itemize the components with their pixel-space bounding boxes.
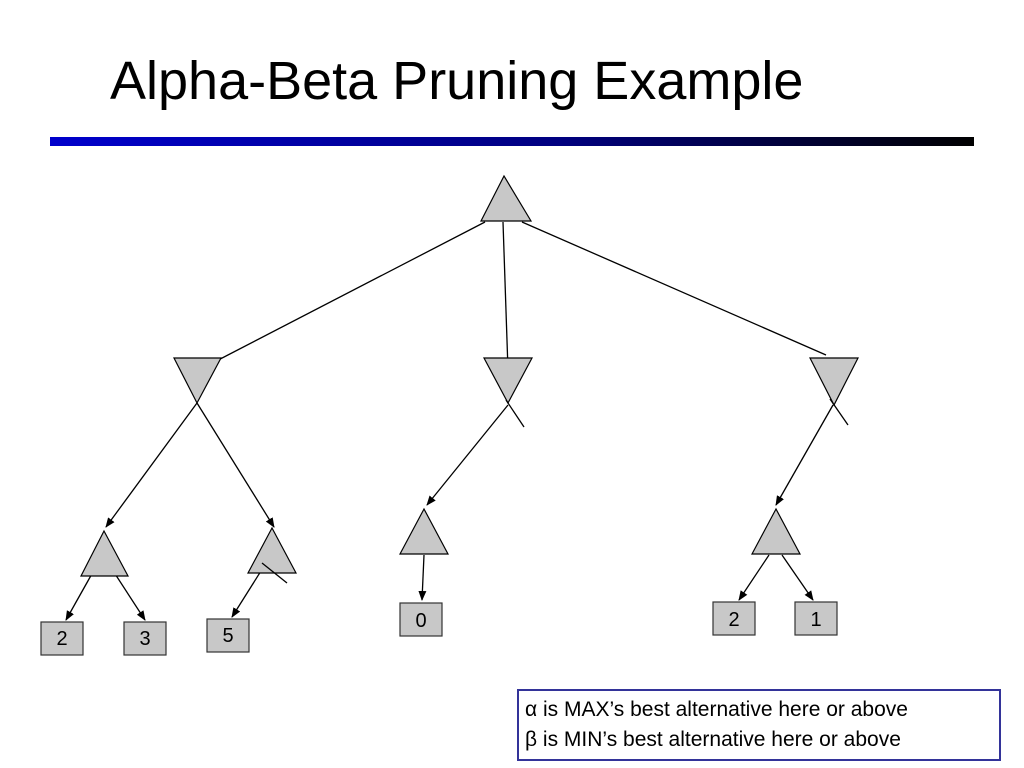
title-underline xyxy=(50,137,974,146)
min-node-right xyxy=(809,357,859,407)
edge-max-c-to-leaf-4 xyxy=(418,554,427,601)
legend-beta-line: β is MIN’s best alternative here or abov… xyxy=(525,728,901,751)
max-node-c xyxy=(399,507,449,555)
prune-mark-min-middle xyxy=(505,399,525,428)
leaf-value: 2 xyxy=(728,609,739,631)
prune-mark-max-b xyxy=(261,562,288,584)
max-node-d xyxy=(751,507,801,555)
edge-root-to-min-left xyxy=(196,221,486,372)
max-node-a xyxy=(80,529,129,577)
leaf-value: 5 xyxy=(222,625,233,647)
leaf-box xyxy=(123,621,167,656)
edge-root-to-min-middle xyxy=(502,221,512,371)
alpha-beta-legend: α is MAX’s best alternative here or abov… xyxy=(517,689,1001,761)
edge-root-to-min-right xyxy=(521,221,827,356)
leaf-value: 2 xyxy=(56,628,67,650)
leaf-box xyxy=(206,618,250,653)
min-node-middle xyxy=(483,357,533,405)
min-node-left xyxy=(173,357,222,405)
leaf-value: 1 xyxy=(810,609,821,631)
legend-alpha-line: α is MAX’s best alternative here or abov… xyxy=(525,698,908,721)
edge-min-middle-to-max-c xyxy=(426,404,509,506)
edge-min-left-to-max-b xyxy=(196,402,275,528)
leaf-value: 3 xyxy=(139,628,150,650)
edge-max-d-to-leaf-5 xyxy=(738,554,770,601)
prune-mark-min-right xyxy=(829,398,849,426)
edge-min-left-to-max-a xyxy=(105,402,198,528)
leaf-box xyxy=(40,621,84,656)
leaf-box xyxy=(399,602,443,637)
leaf-box xyxy=(712,601,756,636)
root-max-node xyxy=(480,174,533,222)
leaf-box xyxy=(794,601,838,636)
edge-min-right-to-max-d xyxy=(775,404,834,506)
slide-title: Alpha-Beta Pruning Example xyxy=(110,51,804,111)
max-node-b xyxy=(247,526,297,574)
edge-max-d-to-leaf-6 xyxy=(781,554,814,601)
leaf-value: 0 xyxy=(415,610,426,632)
